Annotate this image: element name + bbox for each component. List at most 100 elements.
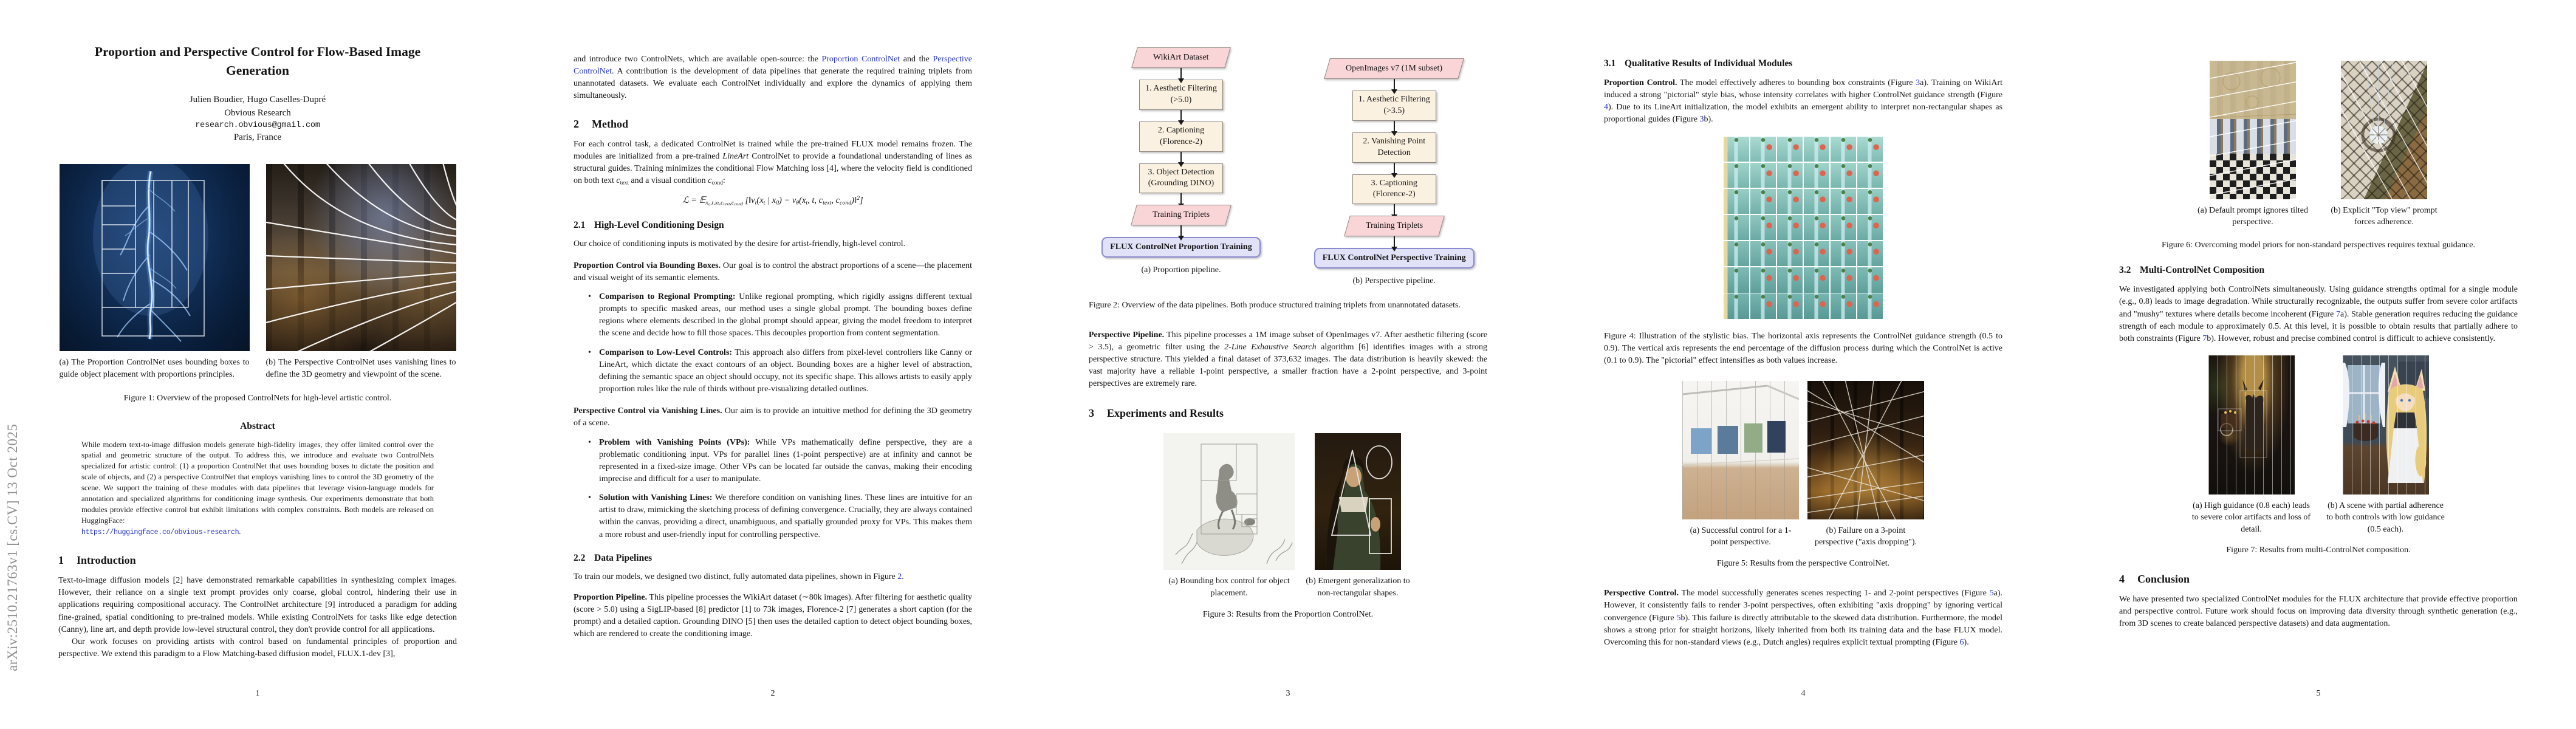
inline-link[interactable]: 5 [1989, 589, 1994, 598]
figure-7a: (a) High guidance (0.8 each) leads to se… [2189, 355, 2314, 535]
perspective-bullets: Problem with Vanishing Points (VPs): Whi… [574, 437, 972, 541]
text-segment: Perspective Control. [1604, 589, 1679, 598]
text-segment: ). [1964, 637, 1969, 647]
figure6-row: (a) Default prompt ignores tilted perspe… [2119, 0, 2518, 228]
text-segment: This approach also differs from pixel-le… [599, 347, 973, 394]
text-segment: t [755, 200, 757, 207]
text-segment: (x [756, 196, 764, 206]
inline-link[interactable]: Perspective ControlNet [574, 55, 972, 77]
stylistic-bias-grid-cell [1750, 162, 1776, 188]
affiliation-line: Obvious Research [224, 108, 291, 118]
inline-link[interactable]: 4 [1604, 103, 1608, 112]
vanishing-point-detection-step: 2. Vanishing Point Detection [1352, 132, 1436, 163]
inline-link[interactable]: 7 [2202, 334, 2207, 343]
abstract-heading: Abstract [240, 420, 275, 431]
figure7-row: (a) High guidance (0.8 each) leads to se… [2119, 355, 2518, 535]
figure-1b: (b) The Perspective ControlNet uses vani… [265, 164, 456, 380]
text-segment: Perspective Control via Vanishing Lines. [574, 406, 722, 416]
inline-link[interactable]: Proportion ControlNet [821, 55, 900, 64]
figure4-stylistic-bias-grid [1724, 136, 1883, 319]
inline-link[interactable]: 6 [1959, 637, 1964, 647]
aesthetic-filtering-step-a: 1. Aesthetic Filtering (>5.0) [1139, 80, 1223, 110]
section-4-number: 4 [2119, 572, 2125, 585]
inline-link[interactable]: https://huggingface.co/obvious-research [81, 528, 239, 536]
authors-line: Julien Boudier, Hugo Caselles-Dupré [189, 95, 326, 105]
data-pipelines-paragraph: To train our models, we designed two dis… [574, 571, 972, 583]
text-segment: This pipeline processes the WikiArt data… [574, 592, 972, 639]
text-segment: , c [831, 196, 840, 206]
inline-link[interactable]: 5 [1676, 613, 1681, 623]
arxiv-sidebar-label: arXiv:2510.21763v1 [cs.CV] 13 Oct 2025 [5, 423, 20, 671]
text-segment: ,c [730, 200, 735, 207]
inline-link[interactable]: 7 [2336, 309, 2340, 319]
text-segment: and introduce two ControlNets, which are… [574, 55, 822, 64]
text-segment: Proportion Control. [1604, 78, 1677, 87]
method-paragraph: For each control task, a dedicated Contr… [574, 139, 972, 188]
text-segment: Proportion Pipeline. [574, 592, 648, 602]
section-3-2-number: 3.2 [2119, 265, 2131, 276]
flow-arrow [1391, 120, 1397, 136]
proportion-pipeline-flowchart: WikiArt Dataset 1. Aesthetic Filtering (… [1101, 47, 1261, 286]
stylistic-bias-grid-cell [1857, 267, 1883, 293]
figure-5b-caption: (b) Failure on a 3-point perspective ("a… [1814, 526, 1917, 547]
page-5: (a) Default prompt ignores tilted perspe… [2061, 0, 2576, 729]
text-segment: θ [796, 200, 800, 207]
flow-arrow [1391, 204, 1397, 220]
flow-arrow [1178, 68, 1184, 83]
sketch-overlay [1175, 443, 1293, 564]
conditioning-design-paragraph: Our choice of conditioning inputs is mot… [574, 239, 906, 248]
figure-1a: (a) The Proportion ControlNet uses bound… [59, 164, 250, 380]
stylistic-bias-grid-cell [1803, 136, 1830, 162]
figure5-row: (a) Successful control for a 1-point per… [1604, 381, 2002, 549]
inline-link[interactable]: 3 [1699, 115, 1704, 125]
figure-3a: (a) Bounding box control for object plac… [1163, 433, 1295, 599]
training-triplets-node-a: Training Triplets [1131, 205, 1231, 226]
object-detection-step-a: 3. Object Detection (Grounding DINO) [1139, 163, 1223, 194]
flow-arrow [1178, 109, 1184, 125]
figure-7a-caption: (a) High guidance (0.8 each) leads to se… [2191, 501, 2311, 534]
text-segment: t [763, 200, 766, 207]
figure-6a: (a) Default prompt ignores tilted perspe… [2192, 61, 2314, 228]
page-1: arXiv:2510.21763v1 [cs.CV] 13 Oct 2025 P… [0, 0, 515, 729]
intro-paragraph-1: Text-to-image diffusion models [2] have … [58, 576, 457, 634]
figure-2a-caption: (a) Proportion pipeline. [1141, 265, 1221, 275]
text-segment: : [722, 176, 725, 186]
figure3-caption: Figure 3: Results from the Proportion Co… [1202, 609, 1374, 619]
library-lines-overlay [1807, 381, 1924, 520]
section-2-1-title: High-Level Conditioning Design [594, 219, 724, 230]
inline-link[interactable]: 3 [1916, 78, 1920, 87]
stylistic-bias-grid-cell [1803, 214, 1830, 241]
section-3-1-number: 3.1 [1604, 58, 1616, 69]
vertical-lines-overlay [2208, 355, 2295, 495]
section-1-title: Introduction [77, 554, 136, 567]
text-segment: The model effectively adheres to boundin… [1677, 78, 1916, 87]
paper-title: Proportion and Perspective Control for F… [94, 44, 421, 78]
section-2-title: Method [592, 117, 628, 130]
text-segment: ) − v [778, 196, 796, 206]
page-3: WikiArt Dataset 1. Aesthetic Filtering (… [1030, 0, 1546, 729]
page-5-number: 5 [2316, 689, 2321, 698]
section-2-1-number: 2.1 [574, 219, 586, 230]
text-segment: c [708, 176, 712, 186]
page-3-number: 3 [1286, 689, 1290, 698]
flow-arrow [1178, 151, 1184, 167]
figure-3a-caption: (a) Bounding box control for object plac… [1168, 577, 1290, 598]
page-3-content: WikiArt Dataset 1. Aesthetic Filtering (… [1089, 0, 1487, 621]
text-segment: a). Training on WikiArt induced a strong… [1604, 78, 2002, 100]
figure2-caption: Figure 2: Overview of the data pipelines… [1089, 301, 1461, 310]
page-1-number: 1 [255, 689, 260, 698]
openimages-dataset-label: OpenImages v7 (1M subset) [1346, 64, 1443, 73]
inline-link[interactable]: 2 [897, 572, 902, 581]
page-4-number: 4 [1801, 689, 1806, 698]
stylistic-bias-grid-cell [1857, 241, 1883, 267]
stylistic-bias-grid-cell [1830, 293, 1857, 319]
stylistic-bias-grid-cell [1776, 136, 1803, 162]
text-segment: Comparison to Low-Level Controls: [599, 347, 733, 357]
section-1-number: 1 [58, 554, 64, 567]
stylistic-bias-grid-cell [1776, 214, 1803, 241]
text-segment: (x [799, 196, 806, 206]
figure-1a-caption: (a) The Proportion ControlNet uses bound… [59, 358, 250, 379]
stylistic-bias-grid-cell [1803, 162, 1830, 188]
